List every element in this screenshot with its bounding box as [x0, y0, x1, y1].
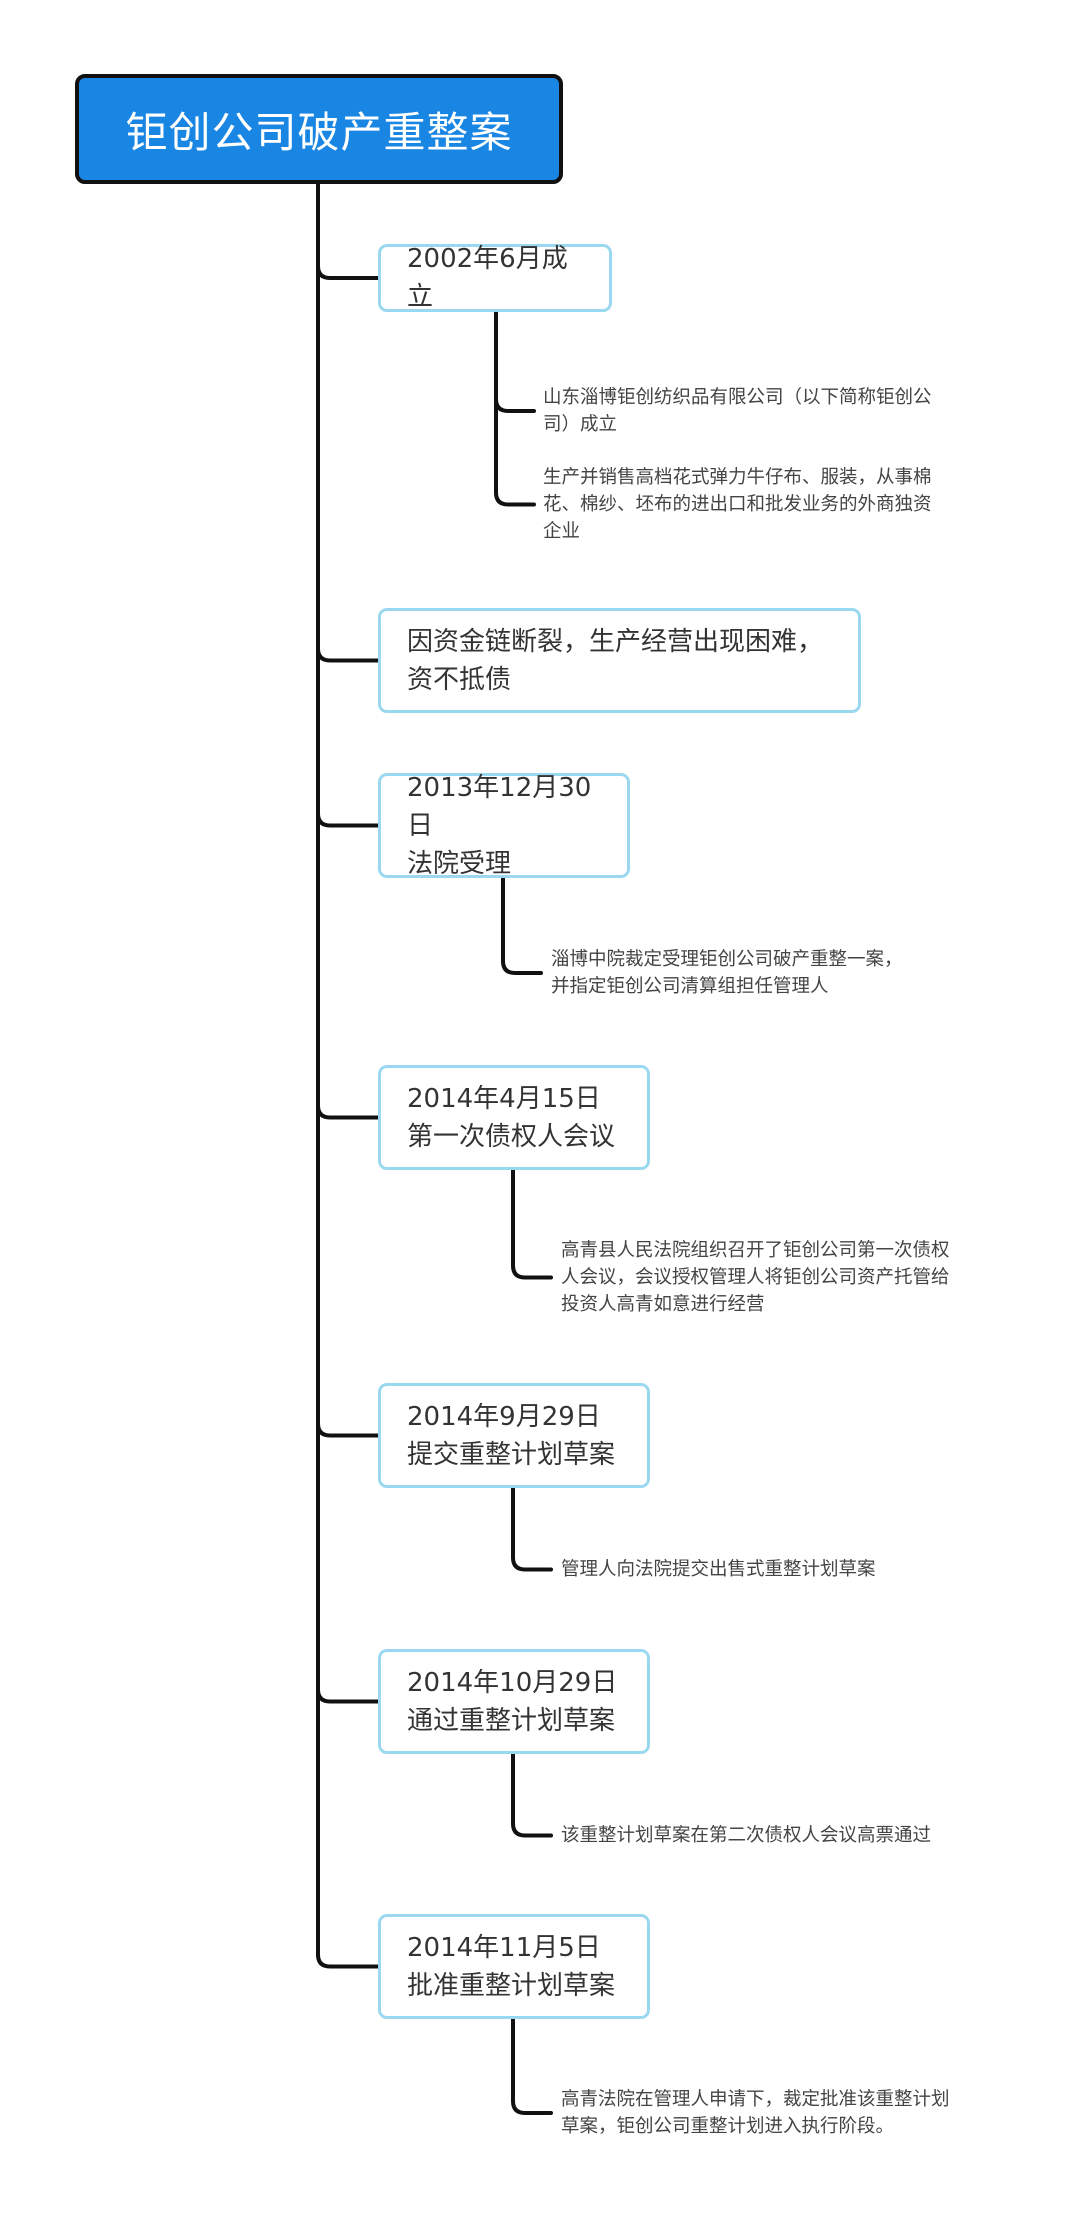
- detail-line: 人会议，会议授权管理人将钜创公司资产托管给: [561, 1267, 950, 1288]
- detail-branch-line: [511, 1263, 553, 1280]
- node-line: 2013年12月30日: [407, 772, 592, 841]
- root-title: 钜创公司破产重整案: [125, 107, 513, 157]
- detail-line: 生产并销售高档花式弹力牛仔布、服装，从事棉: [543, 467, 932, 488]
- detail-text: 高青法院在管理人申请下，裁定批准该重整计划 草案，钜创公司重整计划进入执行阶段。: [561, 2086, 1006, 2140]
- node-2014-plan-passed[interactable]: 2014年10月29日 通过重整计划草案: [378, 1649, 650, 1754]
- branch-line: [316, 1421, 380, 1438]
- node-line: 2014年10月29日: [407, 1667, 618, 1698]
- detail-line: 高青法院在管理人申请下，裁定批准该重整计划: [561, 2089, 950, 2110]
- detail-branch-line: [494, 490, 536, 507]
- detail-branch-line: [501, 959, 543, 975]
- detail-branch-line: [511, 2099, 553, 2115]
- branch-line: [316, 1687, 380, 1704]
- detail-branch-line: [494, 397, 536, 413]
- node-line: 因资金链断裂，生产经营出现困难，: [407, 626, 824, 657]
- branch-line: [316, 1952, 380, 1969]
- branch-line: [316, 811, 380, 828]
- node-line: 2014年9月29日: [407, 1401, 601, 1432]
- node-line: 批准重整计划草案: [407, 1970, 616, 2001]
- detail-branch-line: [511, 1555, 553, 1572]
- detail-line: 并指定钜创公司清算组担任管理人: [551, 976, 829, 997]
- detail-text: 该重整计划草案在第二次债权人会议高票通过: [561, 1822, 1001, 1849]
- detail-line: 高青县人民法院组织召开了钜创公司第一次债权: [561, 1240, 950, 1261]
- detail-text: 高青县人民法院组织召开了钜创公司第一次债权 人会议，会议授权管理人将钜创公司资产…: [561, 1237, 1006, 1318]
- node-line: 通过重整计划草案: [407, 1705, 616, 1736]
- node-line: 2014年4月15日: [407, 1083, 601, 1114]
- detail-line: 山东淄博钜创纺织品有限公司（以下简称钜创公: [543, 387, 932, 408]
- branch-line: [316, 264, 380, 280]
- node-capital-chain-break[interactable]: 因资金链断裂，生产经营出现困难， 资不抵债: [378, 608, 861, 713]
- node-line: 2014年11月5日: [407, 1932, 601, 1963]
- detail-line: 管理人向法院提交出售式重整计划草案: [561, 1559, 876, 1580]
- detail-line: 司）成立: [543, 414, 618, 435]
- detail-text: 淄博中院裁定受理钜创公司破产重整一案， 并指定钜创公司清算组担任管理人: [551, 946, 971, 1000]
- branch-line: [316, 1103, 380, 1120]
- node-2002-founded[interactable]: 2002年6月成立: [378, 244, 612, 312]
- node-2014-plan-approved[interactable]: 2014年11月5日 批准重整计划草案: [378, 1914, 650, 2019]
- detail-text: 山东淄博钜创纺织品有限公司（以下简称钜创公 司）成立: [543, 384, 983, 438]
- root-title-box[interactable]: 钜创公司破产重整案: [75, 74, 563, 184]
- detail-line: 投资人高青如意进行经营: [561, 1294, 765, 1315]
- node-line: 2002年6月成立: [407, 244, 568, 312]
- node-line: 提交重整计划草案: [407, 1439, 616, 1470]
- node-line: 第一次债权人会议: [407, 1121, 616, 1152]
- detail-line: 淄博中院裁定受理钜创公司破产重整一案，: [551, 949, 903, 970]
- detail-line: 企业: [543, 521, 581, 542]
- node-line: 资不抵债: [407, 664, 512, 695]
- detail-text: 管理人向法院提交出售式重整计划草案: [561, 1556, 1001, 1583]
- detail-branch-line: [511, 1821, 553, 1838]
- branch-line: [316, 646, 380, 663]
- node-2014-first-creditors-meeting[interactable]: 2014年4月15日 第一次债权人会议: [378, 1065, 650, 1170]
- node-2013-court-accepted[interactable]: 2013年12月30日 法院受理: [378, 773, 630, 879]
- node-2014-plan-submitted[interactable]: 2014年9月29日 提交重整计划草案: [378, 1383, 650, 1488]
- node-line: 法院受理: [407, 848, 512, 879]
- detail-line: 该重整计划草案在第二次债权人会议高票通过: [561, 1825, 932, 1846]
- detail-line: 花、棉纱、坯布的进出口和批发业务的外商独资: [543, 494, 932, 515]
- detail-text: 生产并销售高档花式弹力牛仔布、服装，从事棉 花、棉纱、坯布的进出口和批发业务的外…: [543, 464, 983, 545]
- detail-line: 草案，钜创公司重整计划进入执行阶段。: [561, 2116, 895, 2137]
